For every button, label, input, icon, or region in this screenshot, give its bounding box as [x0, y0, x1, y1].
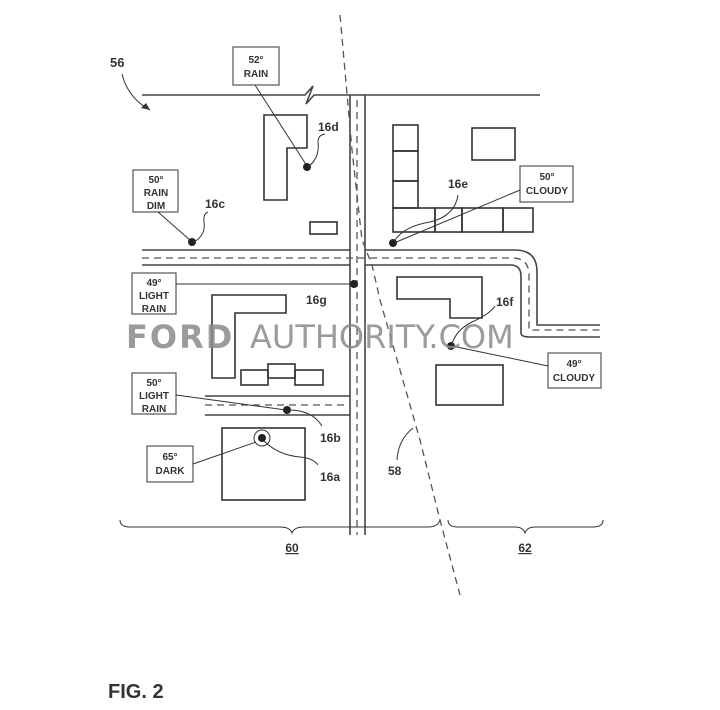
ref-60: 60 [285, 541, 299, 555]
svg-text:FORD: FORD [126, 318, 234, 356]
svg-text:RAIN: RAIN [144, 188, 168, 199]
ref-58-leader [396, 427, 414, 461]
brace-60 [119, 519, 441, 535]
svg-text:RAIN: RAIN [142, 404, 166, 415]
svg-text:52°: 52° [248, 55, 263, 66]
svg-text:RAIN: RAIN [244, 69, 268, 80]
sensor-dot [350, 280, 358, 288]
svg-text:50°: 50° [146, 378, 161, 389]
svg-text:50°: 50° [539, 172, 554, 183]
sensor-16d: 52° RAIN 16d [232, 46, 339, 171]
brace-62 [447, 519, 604, 535]
svg-text:16c: 16c [205, 197, 225, 211]
svg-text:DIM: DIM [147, 201, 165, 212]
sensor-16g: 49° LIGHT RAIN 16g [131, 272, 358, 315]
sensor-16e: 50° CLOUDY 16e [389, 165, 574, 247]
sensor-dot [188, 238, 196, 246]
ref-56: 56 [110, 55, 124, 70]
sensor-dot [447, 342, 455, 350]
sensor-16b: 50° LIGHT RAIN 16b [131, 372, 341, 445]
roads [142, 85, 600, 535]
sensor-dot [389, 239, 397, 247]
ref-62: 62 [518, 541, 532, 555]
figure-label: FIG. 2 [108, 681, 164, 703]
svg-text:16g: 16g [306, 293, 327, 307]
svg-text:16a: 16a [320, 470, 340, 484]
svg-text:16b: 16b [320, 431, 341, 445]
svg-text:CLOUDY: CLOUDY [526, 186, 569, 197]
svg-text:16f: 16f [496, 295, 514, 309]
svg-text:65°: 65° [162, 452, 177, 463]
svg-text:RAIN: RAIN [142, 304, 166, 315]
svg-text:LIGHT: LIGHT [139, 291, 169, 302]
boundary-line-58 [339, 14, 461, 596]
svg-text:49°: 49° [146, 278, 161, 289]
svg-text:16d: 16d [318, 120, 339, 134]
sensor-16c: 50° RAIN DIM 16c [132, 169, 225, 246]
sensor-16a: 65° DARK 16a [146, 429, 340, 484]
ref-58: 58 [388, 464, 402, 478]
svg-text:DARK: DARK [156, 466, 186, 477]
svg-text:LIGHT: LIGHT [139, 391, 169, 402]
watermark: FORD AUTHORITY.COM [126, 318, 514, 356]
buildings [211, 114, 534, 501]
arrowhead-icon [141, 103, 150, 110]
svg-text:50°: 50° [148, 175, 163, 186]
svg-text:49°: 49° [566, 359, 581, 370]
svg-text:CLOUDY: CLOUDY [553, 373, 596, 384]
svg-text:16e: 16e [448, 177, 468, 191]
sensor-dot [303, 163, 311, 171]
svg-text:AUTHORITY.COM: AUTHORITY.COM [250, 318, 514, 356]
sensor-dot [283, 406, 291, 414]
sensor-16f: 49° CLOUDY 16f [447, 295, 602, 389]
sensor-dot [258, 434, 266, 442]
